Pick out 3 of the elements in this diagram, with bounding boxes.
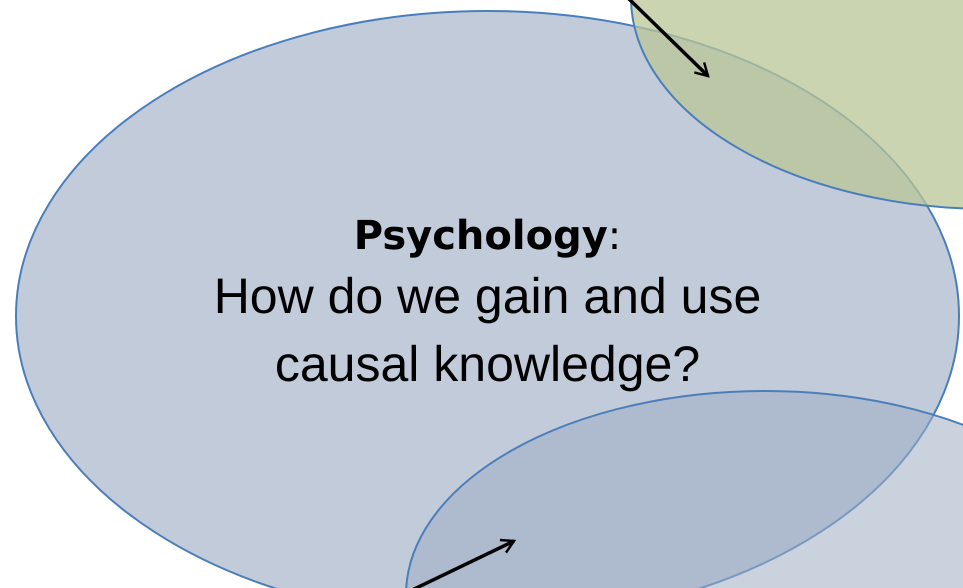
- question-text: How do we gain and use causal knowledge?: [212, 267, 762, 394]
- arrow: [626, 0, 710, 78]
- heading: Psychology:: [354, 212, 622, 261]
